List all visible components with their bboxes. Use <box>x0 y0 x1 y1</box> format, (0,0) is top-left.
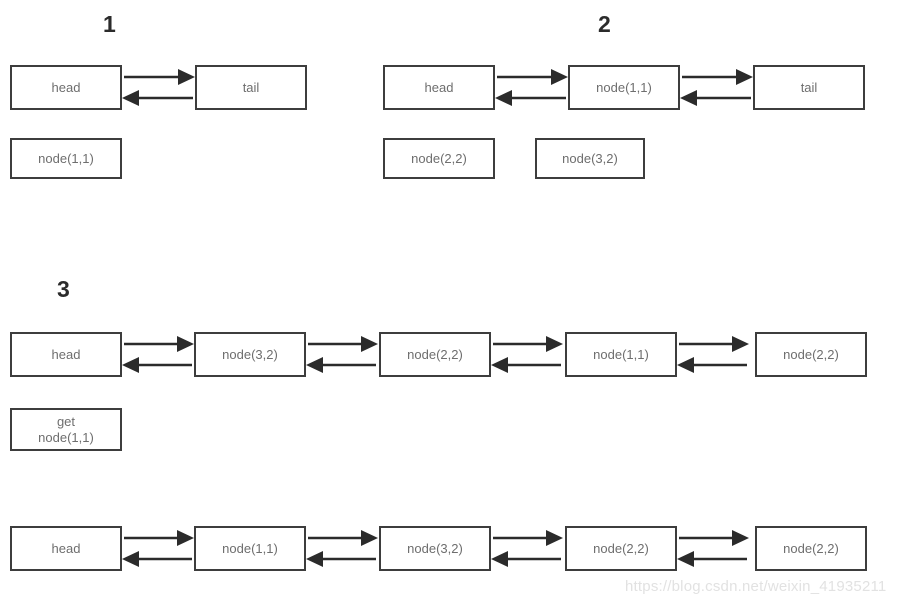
node-box-get-loose[interactable]: get node(1,1) <box>10 408 122 451</box>
bidirectional-arrow-icon <box>677 530 749 567</box>
bidirectional-arrow-icon <box>491 530 563 567</box>
node-box-node[interactable]: node(2,2) <box>565 526 677 571</box>
bidirectional-arrow-icon <box>491 336 563 373</box>
section-number-1: 1 <box>103 11 116 37</box>
node-box-head[interactable]: head <box>10 526 122 571</box>
node-box-node[interactable]: node(3,2) <box>194 332 306 377</box>
node-box-node[interactable]: node(3,2) <box>379 526 491 571</box>
bidirectional-arrow-icon <box>306 336 378 373</box>
bidirectional-arrow-icon <box>122 530 194 567</box>
node-box-node[interactable]: node(1,1) <box>565 332 677 377</box>
node-box-node[interactable]: node(2,2) <box>379 332 491 377</box>
bidirectional-arrow-icon <box>680 69 753 106</box>
bidirectional-arrow-icon <box>677 336 749 373</box>
bidirectional-arrow-icon <box>495 69 568 106</box>
node-box-node[interactable]: node(2,2) <box>755 526 867 571</box>
node-box-loose[interactable]: node(3,2) <box>535 138 645 179</box>
node-box-node[interactable]: node(2,2) <box>755 332 867 377</box>
bidirectional-arrow-icon <box>122 336 194 373</box>
node-box-tail[interactable]: tail <box>753 65 865 110</box>
node-box-loose[interactable]: node(2,2) <box>383 138 495 179</box>
node-box-node[interactable]: node(1,1) <box>194 526 306 571</box>
node-box-head[interactable]: head <box>383 65 495 110</box>
section-number-2: 2 <box>598 11 611 37</box>
node-box-head[interactable]: head <box>10 332 122 377</box>
node-box-node[interactable]: node(1,1) <box>568 65 680 110</box>
bidirectional-arrow-icon <box>122 69 195 106</box>
watermark-text: https://blog.csdn.net/weixin_41935211 <box>625 578 887 595</box>
section-number-3: 3 <box>57 276 70 302</box>
node-box-head[interactable]: head <box>10 65 122 110</box>
bidirectional-arrow-icon <box>306 530 378 567</box>
node-box-tail[interactable]: tail <box>195 65 307 110</box>
node-box-loose[interactable]: node(1,1) <box>10 138 122 179</box>
